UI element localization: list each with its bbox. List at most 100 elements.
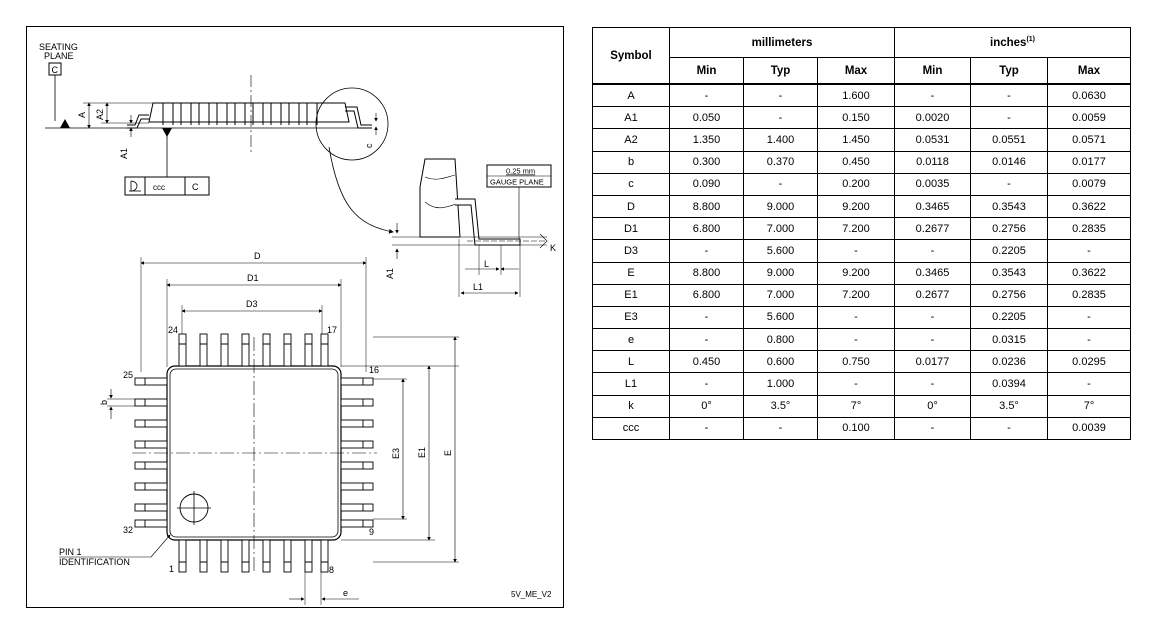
value-cell: -: [970, 416, 1048, 441]
value-cell: 0.0020: [894, 106, 971, 130]
value-cell: 7°: [817, 394, 895, 418]
symbol-cell: L: [592, 350, 670, 374]
pin-9-label: 9: [369, 527, 374, 537]
value-cell: -: [894, 416, 971, 441]
value-cell: -: [1047, 328, 1131, 352]
value-cell: 7°: [1047, 394, 1131, 418]
value-cell: 0.0394: [970, 372, 1048, 396]
bottom-leads: [178, 539, 329, 573]
ccc-datum-label: C: [192, 182, 199, 192]
table-row: E3-5.600--0.2205-: [592, 305, 1131, 330]
package-outline-drawing: SEATING PLANE C A A2 A1 c: [26, 26, 564, 608]
symbol-cell: E3: [592, 305, 670, 330]
value-cell: -: [817, 239, 895, 263]
gauge-plane-label: GAUGE PLANE: [490, 178, 544, 187]
symbol-cell: D3: [592, 239, 670, 263]
pin-1-label: 1: [169, 564, 174, 574]
value-cell: -: [743, 83, 818, 108]
pin-32-label: 32: [123, 525, 133, 535]
lead-detail-view: 0.25 mm GAUGE PLANE A1 L L1 K: [328, 146, 556, 297]
dim-d-label: D: [254, 251, 261, 261]
value-cell: -: [970, 172, 1048, 196]
value-cell: -: [669, 83, 744, 108]
value-cell: 0.0177: [894, 350, 971, 374]
symbol-cell: A: [592, 83, 670, 108]
table-row: e-0.800--0.0315-: [592, 328, 1131, 352]
value-cell: -: [669, 305, 744, 330]
top-view: D D1 D3: [59, 251, 552, 605]
value-cell: 7.200: [817, 283, 895, 307]
value-cell: -: [970, 83, 1048, 108]
symbol-cell: e: [592, 328, 670, 352]
value-cell: 3.5°: [743, 394, 818, 418]
value-cell: 0.050: [669, 106, 744, 130]
value-cell: 0.3622: [1047, 194, 1131, 219]
value-cell: 0°: [669, 394, 744, 418]
value-cell: 5.600: [743, 239, 818, 263]
value-cell: 9.000: [743, 194, 818, 219]
dim-e-label: E: [443, 450, 453, 456]
table-row: D3-5.600--0.2205-: [592, 239, 1131, 263]
dim-l-label: L: [484, 259, 489, 269]
pin-25-label: 25: [123, 370, 133, 380]
value-cell: -: [894, 372, 971, 396]
detail-a1-label: A1: [385, 268, 395, 279]
value-cell: 0.150: [817, 106, 895, 130]
dim-a2-label: A2: [95, 109, 105, 120]
value-cell: -: [817, 328, 895, 352]
value-cell: 0.0146: [970, 150, 1048, 174]
value-cell: 0.0236: [970, 350, 1048, 374]
value-cell: 0.600: [743, 350, 818, 374]
value-cell: 1.400: [743, 128, 818, 152]
inches-header: inches(1): [894, 27, 1131, 58]
symbol-cell: L1: [592, 372, 670, 396]
subheader-mm-typ: Typ: [743, 57, 818, 85]
value-cell: 0.100: [817, 416, 895, 441]
inches-footnote: (1): [1026, 35, 1035, 43]
value-cell: 0.0059: [1047, 106, 1131, 130]
pin1-label-2: IDENTIFICATION: [59, 557, 130, 567]
pin1-label-1: PIN 1: [59, 547, 82, 557]
top-leads: [178, 333, 329, 367]
left-leads: [134, 377, 168, 528]
value-cell: 0.200: [817, 172, 895, 196]
value-cell: 3.5°: [970, 394, 1048, 418]
drawing-code: 5V_ME_V2: [511, 590, 552, 599]
seating-plane-label-2: PLANE: [44, 51, 74, 61]
dim-l1-label: L1: [473, 282, 483, 292]
value-cell: -: [894, 83, 971, 108]
value-cell: 0.0035: [894, 172, 971, 196]
value-cell: 0.2835: [1047, 217, 1131, 241]
value-cell: 0.2205: [970, 239, 1048, 263]
value-cell: 8.800: [669, 261, 744, 285]
value-cell: 0.0177: [1047, 150, 1131, 174]
value-cell: 0.3622: [1047, 261, 1131, 285]
value-cell: 0.0039: [1047, 416, 1131, 441]
value-cell: -: [1047, 372, 1131, 396]
value-cell: 7.200: [817, 217, 895, 241]
value-cell: 1.000: [743, 372, 818, 396]
dim-d3-label: D3: [246, 299, 258, 309]
dim-a-label: A: [77, 112, 87, 118]
value-cell: -: [894, 328, 971, 352]
symbol-cell: D1: [592, 217, 670, 241]
value-cell: -: [669, 372, 744, 396]
value-cell: 0.2756: [970, 283, 1048, 307]
symbol-cell: A1: [592, 106, 670, 130]
value-cell: -: [817, 305, 895, 330]
value-cell: 0.2677: [894, 217, 971, 241]
table-row: A--1.600--0.0630: [592, 83, 1131, 108]
value-cell: 8.800: [669, 194, 744, 219]
pin-17-label: 17: [327, 325, 337, 335]
subheader-mm-min: Min: [669, 57, 744, 85]
millimeters-header: millimeters: [669, 27, 895, 58]
value-cell: 0.2756: [970, 217, 1048, 241]
value-cell: 0°: [894, 394, 971, 418]
